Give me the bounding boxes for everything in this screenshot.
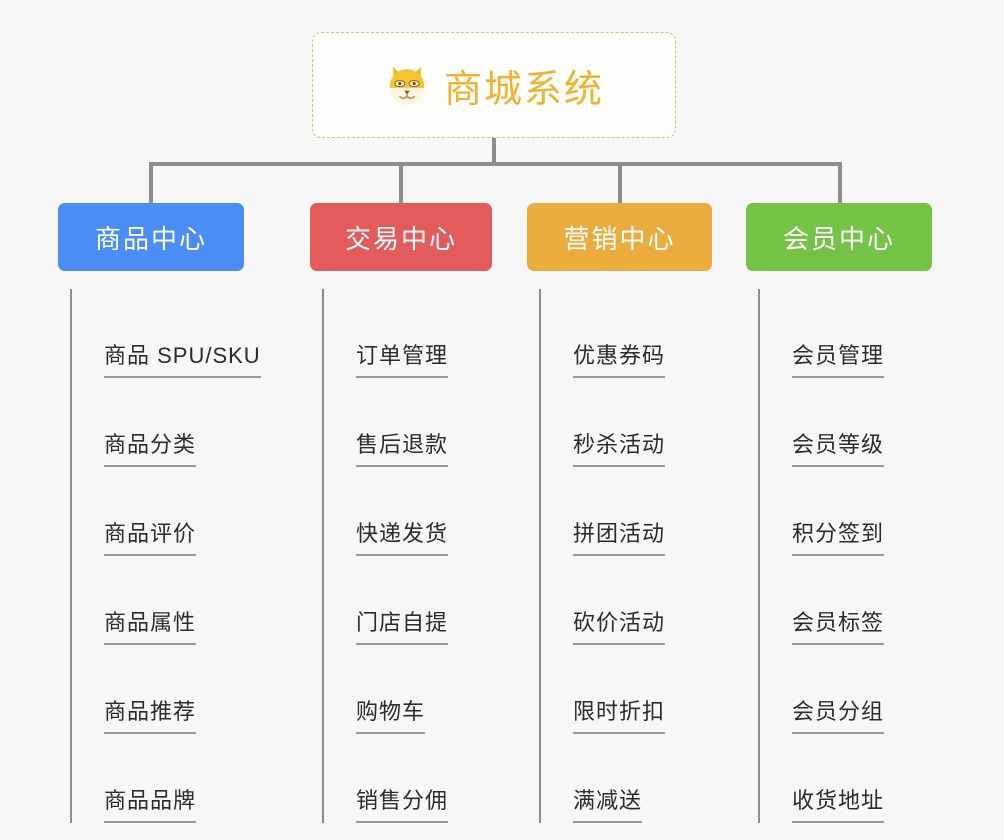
root-node[interactable]: 商城系统 [312, 32, 676, 138]
category-label: 商品中心 [94, 223, 207, 254]
leaf-item[interactable]: 商品推荐 [72, 645, 244, 734]
leaf-label: 快递发货 [356, 516, 449, 556]
leaf-item[interactable]: 订单管理 [324, 289, 492, 378]
leaf-item[interactable]: 优惠券码 [541, 289, 712, 378]
leaf-item[interactable]: 积分签到 [760, 467, 932, 556]
leaf-label: 商品品牌 [104, 783, 197, 823]
connector-drop-1 [149, 162, 153, 204]
leaf-item[interactable]: 秒杀活动 [541, 378, 712, 467]
leaf-label: 会员管理 [792, 338, 885, 378]
leaf-item[interactable]: 门店自提 [324, 556, 492, 645]
leaf-label: 优惠券码 [573, 338, 666, 378]
category-header-transaction[interactable]: 交易中心 [310, 203, 492, 271]
connector-drop-3 [618, 162, 622, 204]
category-header-marketing[interactable]: 营销中心 [527, 203, 712, 271]
leaf-label: 会员等级 [792, 427, 885, 467]
leaf-item[interactable]: 商品评价 [72, 467, 244, 556]
leaf-item[interactable]: 满减送 [541, 734, 712, 823]
leaf-label: 销售分佣 [356, 783, 449, 823]
leaf-item[interactable]: 会员等级 [760, 378, 932, 467]
leaf-label: 会员标签 [792, 605, 885, 645]
leaf-label: 秒杀活动 [573, 427, 666, 467]
leaf-label: 门店自提 [356, 605, 449, 645]
leaf-item[interactable]: 拼团活动 [541, 467, 712, 556]
root-label: 商城系统 [443, 68, 604, 111]
leaf-label: 商品评价 [104, 516, 197, 556]
leaf-label: 会员分组 [792, 694, 885, 734]
leaf-item[interactable]: 商品分类 [72, 378, 244, 467]
leaf-item[interactable]: 砍价活动 [541, 556, 712, 645]
category-label: 会员中心 [782, 223, 895, 254]
leaf-item[interactable]: 售后退款 [324, 378, 492, 467]
leaf-item[interactable]: 商品 SPU/SKU [72, 289, 261, 378]
connector-drop-2 [399, 162, 403, 204]
leaf-label: 商品分类 [104, 427, 197, 467]
leaf-item[interactable]: 会员分组 [760, 645, 932, 734]
category-label: 营销中心 [563, 223, 676, 254]
connector-bus [149, 162, 842, 166]
leaf-label: 砍价活动 [573, 605, 666, 645]
leaf-label: 售后退款 [356, 427, 449, 467]
leaf-label: 商品 SPU/SKU [104, 338, 261, 378]
leaf-item[interactable]: 商品属性 [72, 556, 244, 645]
category-column-product: 商品中心 商品 SPU/SKU 商品分类 商品评价 商品属性 商品推荐 商品品牌 [58, 203, 261, 823]
leaf-label: 商品推荐 [104, 694, 197, 734]
leaf-item[interactable]: 销售分佣 [324, 734, 492, 823]
leaf-item[interactable]: 会员管理 [760, 289, 932, 378]
leaf-item[interactable]: 会员标签 [760, 556, 932, 645]
leaf-item[interactable]: 快递发货 [324, 467, 492, 556]
leaf-list-product: 商品 SPU/SKU 商品分类 商品评价 商品属性 商品推荐 商品品牌 [70, 289, 261, 823]
connector-drop-4 [838, 162, 842, 204]
leaf-label: 收货地址 [792, 783, 885, 823]
leaf-label: 限时折扣 [573, 694, 666, 734]
leaf-label: 订单管理 [356, 338, 449, 378]
leaf-item[interactable]: 商品品牌 [72, 734, 244, 823]
leaf-list-marketing: 优惠券码 秒杀活动 拼团活动 砍价活动 限时折扣 满减送 [539, 289, 712, 823]
leaf-label: 积分签到 [792, 516, 885, 556]
leaf-label: 满减送 [573, 783, 643, 823]
leaf-list-member: 会员管理 会员等级 积分签到 会员标签 会员分组 收货地址 [758, 289, 932, 823]
category-header-member[interactable]: 会员中心 [746, 203, 932, 271]
dog-face-icon [384, 62, 430, 108]
leaf-item[interactable]: 限时折扣 [541, 645, 712, 734]
category-column-member: 会员中心 会员管理 会员等级 积分签到 会员标签 会员分组 收货地址 [746, 203, 932, 823]
leaf-label: 拼团活动 [573, 516, 666, 556]
leaf-label: 购物车 [356, 694, 426, 734]
category-header-product[interactable]: 商品中心 [58, 203, 244, 271]
category-column-marketing: 营销中心 优惠券码 秒杀活动 拼团活动 砍价活动 限时折扣 满减送 [527, 203, 712, 823]
connector-root-stem [492, 138, 496, 166]
category-column-transaction: 交易中心 订单管理 售后退款 快递发货 门店自提 购物车 销售分佣 [310, 203, 492, 823]
leaf-label: 商品属性 [104, 605, 197, 645]
leaf-list-transaction: 订单管理 售后退款 快递发货 门店自提 购物车 销售分佣 [322, 289, 492, 823]
category-label: 交易中心 [344, 223, 457, 254]
leaf-item[interactable]: 购物车 [324, 645, 492, 734]
leaf-item[interactable]: 收货地址 [760, 734, 932, 823]
